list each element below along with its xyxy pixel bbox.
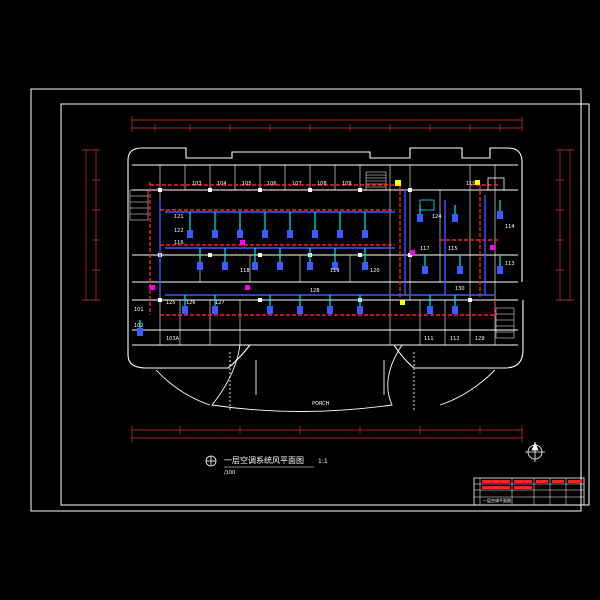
room-label: 127 xyxy=(215,300,225,306)
return-air-duct xyxy=(159,190,495,296)
room-label: 106 xyxy=(267,181,277,187)
building-outline xyxy=(127,147,524,369)
room-label: 120 xyxy=(370,268,380,274)
room-label: 108 xyxy=(317,181,327,187)
room-label: 110 xyxy=(466,181,476,187)
room-label: 117 xyxy=(420,246,430,252)
room-label: 124 xyxy=(432,214,442,220)
room-label: 111 xyxy=(424,336,434,342)
drawing-title-block: 一层空调系统风平面图 1:1 /100 xyxy=(205,455,328,476)
entrance-canopy xyxy=(155,344,496,412)
stairwell xyxy=(129,171,515,339)
room-label: 130 xyxy=(455,286,465,292)
right-dimension-lines xyxy=(556,149,574,301)
title-block-table: 一层空调平面图 xyxy=(473,477,585,506)
fan-coil-units xyxy=(137,200,503,336)
supply-air-duct xyxy=(149,182,500,316)
north-arrow-icon xyxy=(525,441,545,462)
top-dimension-lines xyxy=(131,116,523,132)
room-labels: 103 104 105 106 107 108 109 110 121 122 … xyxy=(134,181,515,342)
room-label: 126 xyxy=(186,300,196,306)
room-label: 103A xyxy=(166,336,180,342)
room-label: 129 xyxy=(475,336,485,342)
portico-label: PORCH xyxy=(312,401,330,407)
room-label: 104 xyxy=(217,181,227,187)
left-dimension-lines xyxy=(82,149,100,301)
room-label: 114 xyxy=(505,224,515,230)
room-label: 128 xyxy=(310,288,320,294)
room-label: 109 xyxy=(342,181,352,187)
room-label: 113 xyxy=(505,261,515,267)
room-label: 122 xyxy=(174,228,184,234)
outer-frame xyxy=(30,88,582,512)
drawing-scale-sub: /100 xyxy=(224,470,235,476)
room-label: 105 xyxy=(242,181,252,187)
valve-markers xyxy=(150,177,505,305)
room-label: 125 xyxy=(166,300,176,306)
bottom-dimension-lines xyxy=(131,426,523,442)
inner-frame xyxy=(60,103,590,506)
room-label: 101 xyxy=(134,307,144,313)
room-label: 116 xyxy=(174,240,184,246)
room-label: 112 xyxy=(450,336,460,342)
drawing-title: 一层空调系统风平面图 xyxy=(224,455,304,465)
room-label: 118 xyxy=(240,268,250,274)
drawing-scale: 1:1 xyxy=(318,458,328,465)
room-label: 121 xyxy=(174,214,184,220)
room-label: 119 xyxy=(330,268,340,274)
room-label: 103 xyxy=(192,181,202,187)
room-label: 107 xyxy=(292,181,302,187)
title-block-drawing-name: 一层空调平面图 xyxy=(483,497,511,503)
room-label: 115 xyxy=(448,246,458,252)
room-label: 102 xyxy=(134,323,144,329)
